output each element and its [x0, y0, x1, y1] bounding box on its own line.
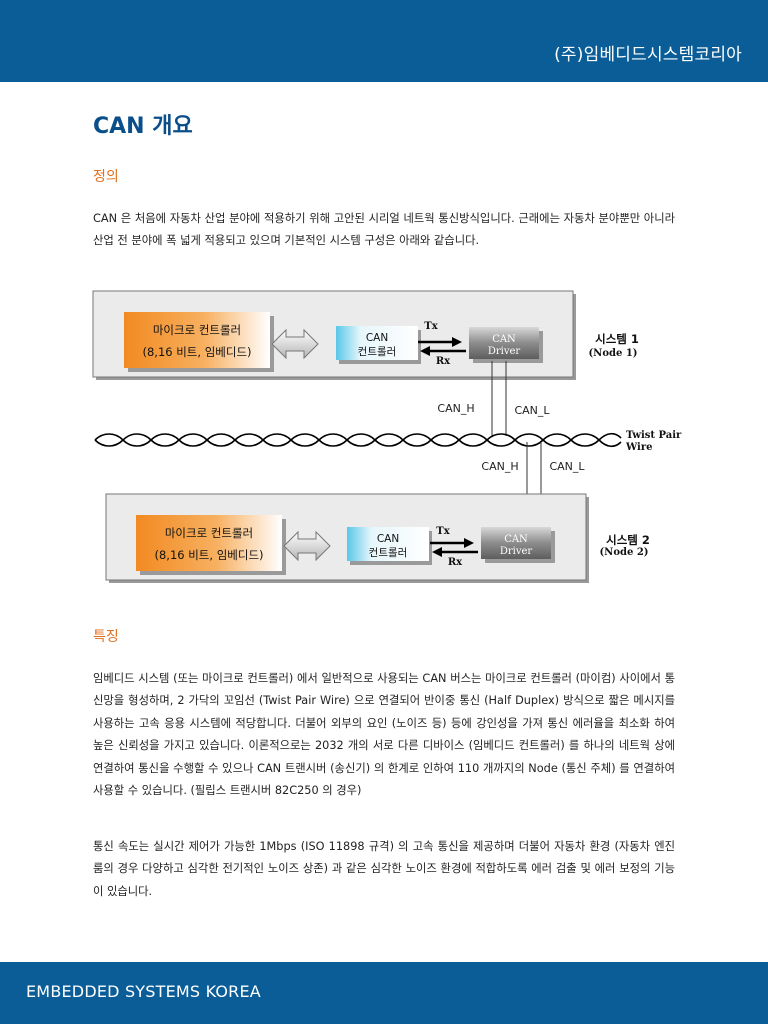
twist-pair-label-1: Twist Pair [626, 430, 682, 441]
node2-tx-label: Tx [436, 526, 450, 537]
twist-pair-label-2: Wire [625, 442, 652, 453]
header-bar: (주)임베디드시스템코리아 [0, 0, 768, 82]
features-paragraph-2: 통신 속도는 실시간 제어가 가능한 1Mbps (ISO 11898 규격) … [93, 840, 675, 898]
node2-can-h-label: CAN_H [481, 460, 518, 473]
node2-mcu-box [136, 515, 286, 575]
twist-pair-wire-a [94, 432, 622, 447]
node1-mcu-box [124, 312, 274, 372]
node2-driver-label-2: Driver [500, 546, 533, 557]
node1-controller-box [336, 326, 421, 364]
node2-mcu-label-2: (8,16 비트, 임베디드) [154, 548, 263, 562]
node1-tx-arrowhead-icon [452, 337, 462, 347]
node1-rx-arrowhead-icon [420, 346, 430, 356]
node1-node-label: (Node 1) [588, 348, 637, 359]
footer-bar: EMBEDDED SYSTEMS KOREA [0, 962, 768, 1024]
node2-rx-arrowhead-icon [432, 547, 442, 557]
company-name: (주)임베디드시스템코리아 [554, 45, 742, 65]
node1-bidirectional-arrow-icon [271, 328, 319, 360]
node2-mcu-label-1: 마이크로 컨트롤러 [165, 526, 253, 540]
node2-controller-label-1: CAN [377, 533, 399, 545]
node2-controller-box [347, 527, 432, 565]
twist-pair-wire-b [94, 433, 622, 448]
node1-driver-box [469, 327, 543, 363]
node1-mcu-label-1: 마이크로 컨트롤러 [153, 323, 241, 337]
node2-driver-box [481, 527, 555, 563]
node1-controller-label-1: CAN [366, 332, 388, 344]
footer-title: EMBEDDED SYSTEMS KOREA [26, 982, 261, 1001]
node2-bidirectional-arrow-icon [283, 530, 331, 562]
definition-heading: 정의 [93, 169, 119, 185]
node1-mcu-label-2: (8,16 비트, 임베디드) [142, 345, 251, 359]
node1-driver-label-2: Driver [488, 346, 521, 357]
node2-rx-label: Rx [448, 557, 463, 568]
node1-system-label: 시스템 1 [595, 332, 639, 346]
node1-rx-label: Rx [436, 356, 451, 367]
node2-controller-label-2: 컨트롤러 [369, 547, 408, 559]
node1-driver-label-1: CAN [492, 334, 516, 345]
node2-tx-arrowhead-icon [464, 538, 474, 548]
node1-can-l-label: CAN_L [514, 404, 550, 417]
node2-driver-label-1: CAN [504, 534, 528, 545]
node2-node-label: (Node 2) [599, 547, 648, 558]
definition-paragraph: CAN 은 처음에 자동차 산업 분야에 적용하기 위해 고안된 시리얼 네트웍… [93, 212, 675, 248]
features-heading: 특징 [93, 629, 119, 645]
page-title: CAN 개요 [93, 114, 193, 139]
node1-controller-label-2: 컨트롤러 [358, 346, 397, 358]
node2-can-l-label: CAN_L [549, 460, 585, 473]
features-paragraph-1: 임베디드 시스템 (또는 마이크로 컨트롤러) 에서 일반적으로 사용되는 CA… [93, 672, 675, 798]
node2-system-label: 시스템 2 [606, 533, 650, 547]
node1-can-h-label: CAN_H [437, 402, 474, 415]
node1-tx-label: Tx [424, 321, 438, 332]
can-system-diagram: 마이크로 컨트롤러 (8,16 비트, 임베디드) CAN 컨트롤러 Tx Rx… [92, 290, 682, 583]
